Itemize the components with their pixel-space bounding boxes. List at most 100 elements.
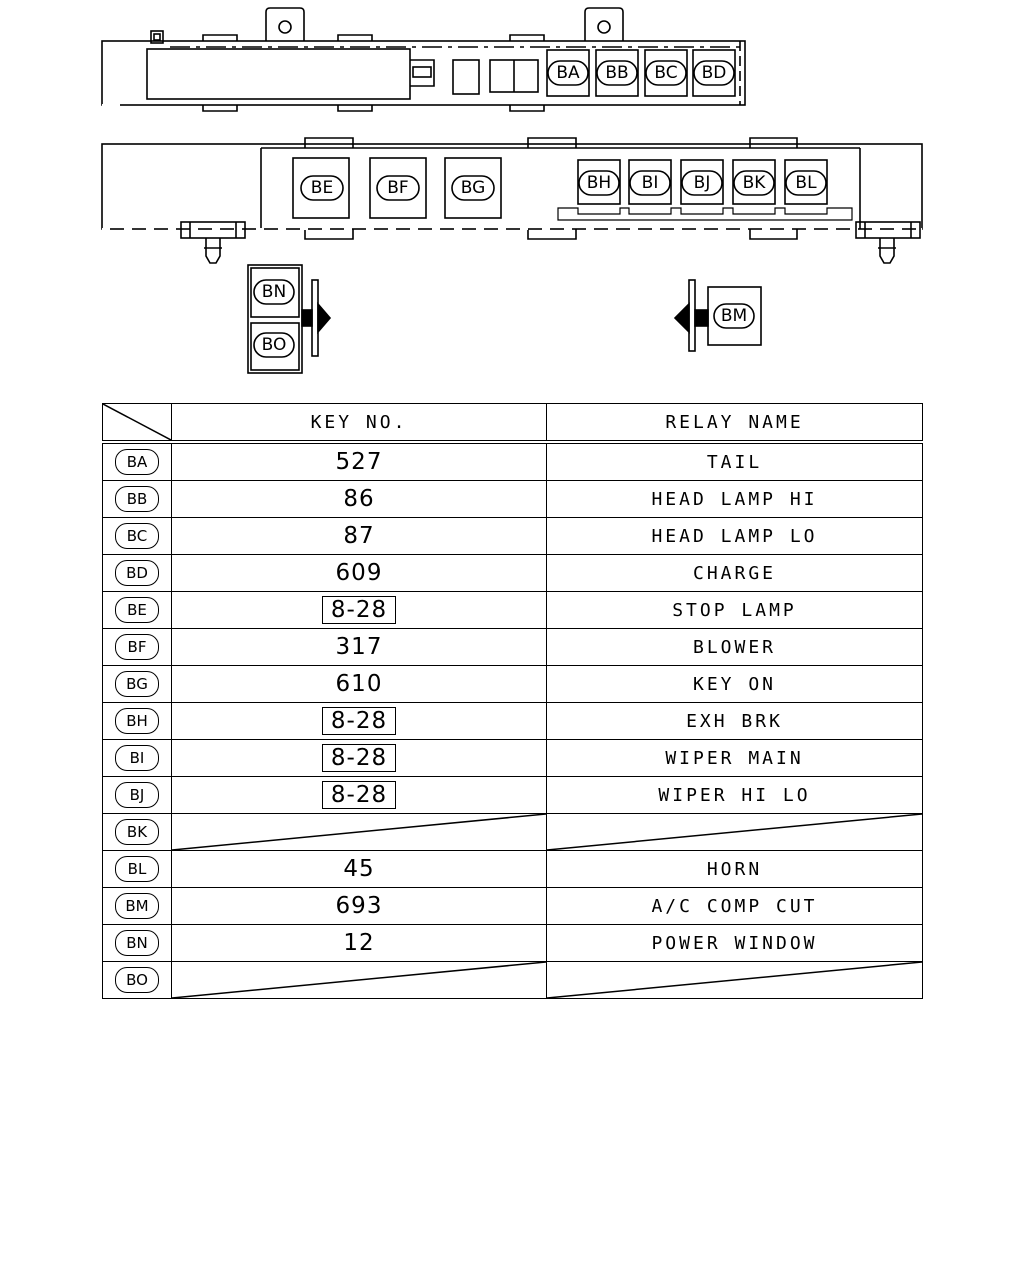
key-no-value: 8-28 (321, 744, 397, 772)
relay-name-cell-bk (546, 813, 923, 851)
lower-box-code-labels: BE BF BG BH BI BJ BK BL (300, 170, 827, 201)
code-badge: BG (115, 671, 159, 697)
svg-text:BA: BA (556, 63, 580, 83)
code-label-bf: BF (376, 175, 420, 201)
relay-name-value: POWER WINDOW (651, 932, 818, 954)
relay-name-cell-bb: HEAD LAMP HI (546, 480, 923, 518)
code-label-ba: BA (547, 60, 589, 86)
svg-text:BM: BM (721, 306, 747, 326)
code-badge: BL (115, 856, 159, 882)
code-label-bl: BL (785, 170, 827, 196)
code-label-bh: BH (578, 170, 620, 196)
code-badge: BK (115, 819, 159, 845)
key-no-cell-bh: 8-28 (171, 702, 547, 740)
key-no-value: 693 (335, 893, 383, 919)
table-row: BL 45 HORN (102, 850, 923, 888)
code-cell-bi: BI (102, 739, 172, 777)
relay-name-value: KEY ON (692, 673, 777, 695)
key-no-cell-ba: 527 (171, 441, 547, 481)
side-relay-left: BN BO (247, 264, 332, 374)
upper-box-code-labels: BA BB BC BD (547, 60, 735, 86)
code-cell-be: BE (102, 591, 172, 629)
code-badge: BE (115, 597, 159, 623)
code-cell-bj: BJ (102, 776, 172, 814)
svg-text:BD: BD (702, 63, 727, 83)
key-no-cell-bo (171, 961, 547, 999)
key-no-value: 527 (335, 449, 383, 475)
code-badge: BM (115, 893, 159, 919)
relay-name-cell-bh: EXH BRK (546, 702, 923, 740)
code-label-bj: BJ (681, 170, 723, 196)
key-no-value: 8-28 (321, 596, 397, 624)
svg-text:BL: BL (795, 173, 817, 193)
code-cell-bo: BO (102, 961, 172, 999)
code-label-bo: BO (253, 332, 295, 358)
svg-text:BC: BC (654, 63, 677, 83)
code-badge: BI (115, 745, 159, 771)
relay-name-cell-ba: TAIL (546, 441, 923, 481)
code-cell-bm: BM (102, 887, 172, 925)
code-cell-bf: BF (102, 628, 172, 666)
relay-name-cell-bl: HORN (546, 850, 923, 888)
code-cell-bl: BL (102, 850, 172, 888)
code-cell-ba: BA (102, 441, 172, 481)
code-cell-bk: BK (102, 813, 172, 851)
lower-relay-box (101, 137, 923, 264)
code-badge: BO (115, 967, 159, 993)
relay-name-cell-be: STOP LAMP (546, 591, 923, 629)
relay-name-cell-bo (546, 961, 923, 999)
key-no-value: 45 (343, 856, 375, 882)
key-no-cell-bl: 45 (171, 850, 547, 888)
code-cell-bh: BH (102, 702, 172, 740)
table-row: BE 8-28 STOP LAMP (102, 591, 923, 629)
relay-name-value: TAIL (706, 451, 763, 473)
code-badge: BH (115, 708, 159, 734)
table-row: BH 8-28 EXH BRK (102, 702, 923, 740)
relay-name-header: RELAY NAME (546, 403, 923, 444)
key-no-cell-bd: 609 (171, 554, 547, 592)
key-no-value: 8-28 (321, 707, 397, 735)
svg-text:BE: BE (311, 178, 333, 198)
key-no-cell-bc: 87 (171, 517, 547, 555)
key-no-cell-bb: 86 (171, 480, 547, 518)
code-label-bg: BG (451, 175, 495, 201)
svg-text:BK: BK (743, 173, 767, 193)
relay-name-value: HEAD LAMP HI (651, 488, 818, 510)
key-no-value: 609 (335, 560, 383, 586)
relay-box-diagram: BA BB BC BD (101, 7, 923, 374)
code-badge: BA (115, 449, 159, 475)
relay-name-cell-bn: POWER WINDOW (546, 924, 923, 962)
relay-name-value: CHARGE (692, 562, 777, 584)
relay-name-value: A/C COMP CUT (651, 895, 818, 917)
table-row: BB 86 HEAD LAMP HI (102, 480, 923, 518)
table-corner-cell (102, 403, 172, 444)
code-badge: BJ (115, 782, 159, 808)
relay-name-value: EXH BRK (686, 710, 783, 732)
table-row: BO (102, 961, 923, 999)
code-cell-bd: BD (102, 554, 172, 592)
table-row: BK (102, 813, 923, 851)
svg-text:BG: BG (461, 178, 486, 198)
svg-text:BN: BN (262, 282, 286, 302)
code-badge: BB (115, 486, 159, 512)
code-label-bn: BN (253, 279, 295, 305)
key-no-cell-bj: 8-28 (171, 776, 547, 814)
code-cell-bc: BC (102, 517, 172, 555)
key-no-cell-bn: 12 (171, 924, 547, 962)
relay-name-value: HEAD LAMP LO (651, 525, 818, 547)
code-label-bc: BC (645, 60, 687, 86)
svg-text:BJ: BJ (694, 173, 711, 193)
code-label-bd: BD (693, 60, 735, 86)
relay-name-cell-bm: A/C COMP CUT (546, 887, 923, 925)
code-cell-bb: BB (102, 480, 172, 518)
key-no-cell-bk (171, 813, 547, 851)
relay-name-value: STOP LAMP (672, 599, 797, 621)
key-no-cell-bi: 8-28 (171, 739, 547, 777)
key-no-value: 86 (343, 486, 375, 512)
